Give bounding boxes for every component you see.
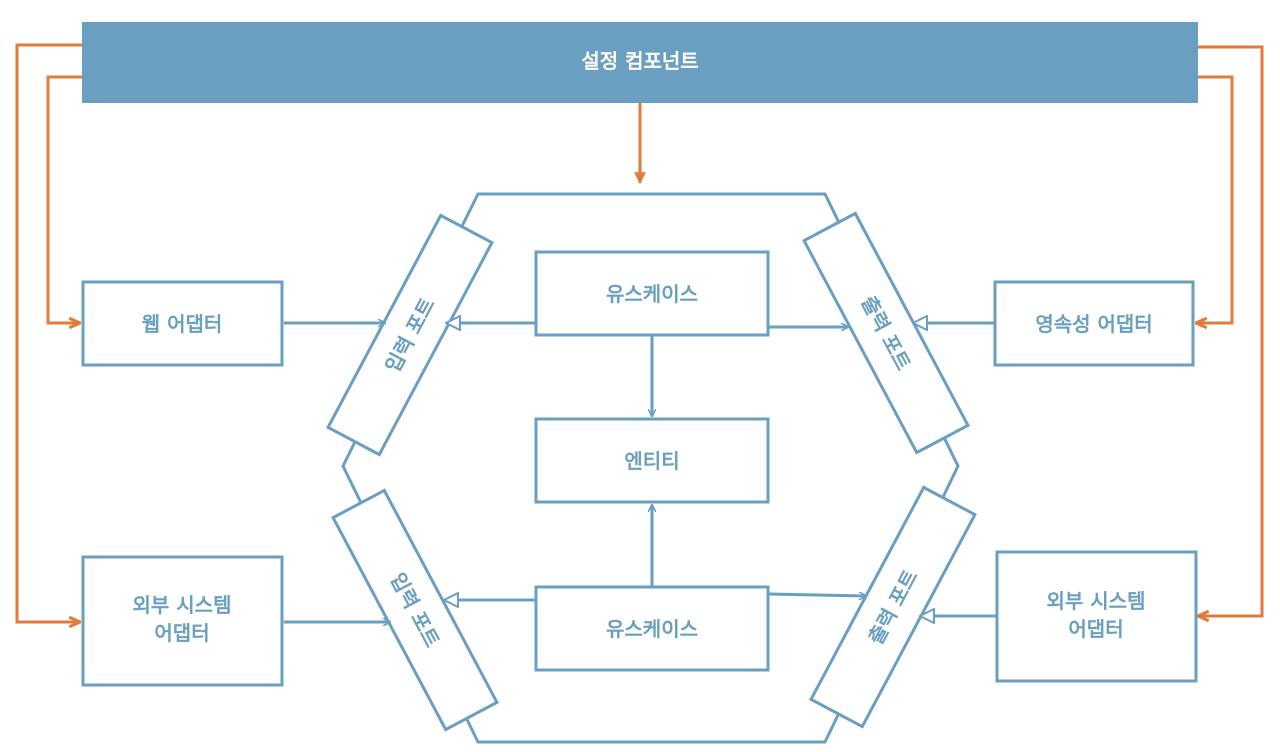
- usecase-bottom-label: 유스케이스: [606, 617, 698, 641]
- persistence-adapter: 영속성 어댑터: [993, 280, 1195, 367]
- config-to-web-arrow: [46, 75, 82, 323]
- usecase-bottom-to-output-port-arrow: [767, 594, 866, 596]
- external-left-label-line1: 외부 시스템: [133, 593, 232, 617]
- external-system-adapter-right: 외부 시스템 어댑터: [995, 550, 1198, 683]
- entity: 엔티티: [534, 417, 770, 504]
- output-port-top: 출력 포트: [802, 211, 970, 455]
- input-port-top: 입력 포트: [326, 213, 494, 457]
- blue-connectors: [284, 323, 997, 622]
- config-to-external-left-arrow: [15, 43, 82, 622]
- persistence-adapter-label: 영속성 어댑터: [1035, 312, 1152, 336]
- usecase-top: 유스케이스: [534, 250, 770, 337]
- usecase-bottom: 유스케이스: [534, 585, 770, 672]
- hexagon-core: [341, 192, 960, 744]
- output-port-bottom: 출력 포트: [809, 485, 977, 729]
- config-to-persistence-arrow: [1196, 75, 1234, 323]
- external-system-adapter-left: 외부 시스템 어댑터: [81, 555, 284, 687]
- config-label: 설정 컴포넌트: [581, 49, 698, 73]
- web-adapter-label: 웹 어댑터: [142, 312, 223, 336]
- config-to-external-right-arrow: [1198, 45, 1264, 616]
- config-component: 설정 컴포넌트: [82, 22, 1198, 103]
- config-arrows: [15, 43, 1264, 622]
- entity-label: 엔티티: [624, 449, 679, 473]
- external-left-label-line2: 어댑터: [154, 621, 209, 645]
- config-bar: [82, 22, 1198, 103]
- external-right-label-line2: 어댑터: [1068, 617, 1123, 641]
- external-right-label-line1: 외부 시스템: [1047, 589, 1146, 613]
- web-adapter: 웹 어댑터: [81, 280, 284, 367]
- usecase-top-label: 유스케이스: [606, 282, 698, 306]
- input-port-bottom: 입력 포트: [331, 488, 499, 732]
